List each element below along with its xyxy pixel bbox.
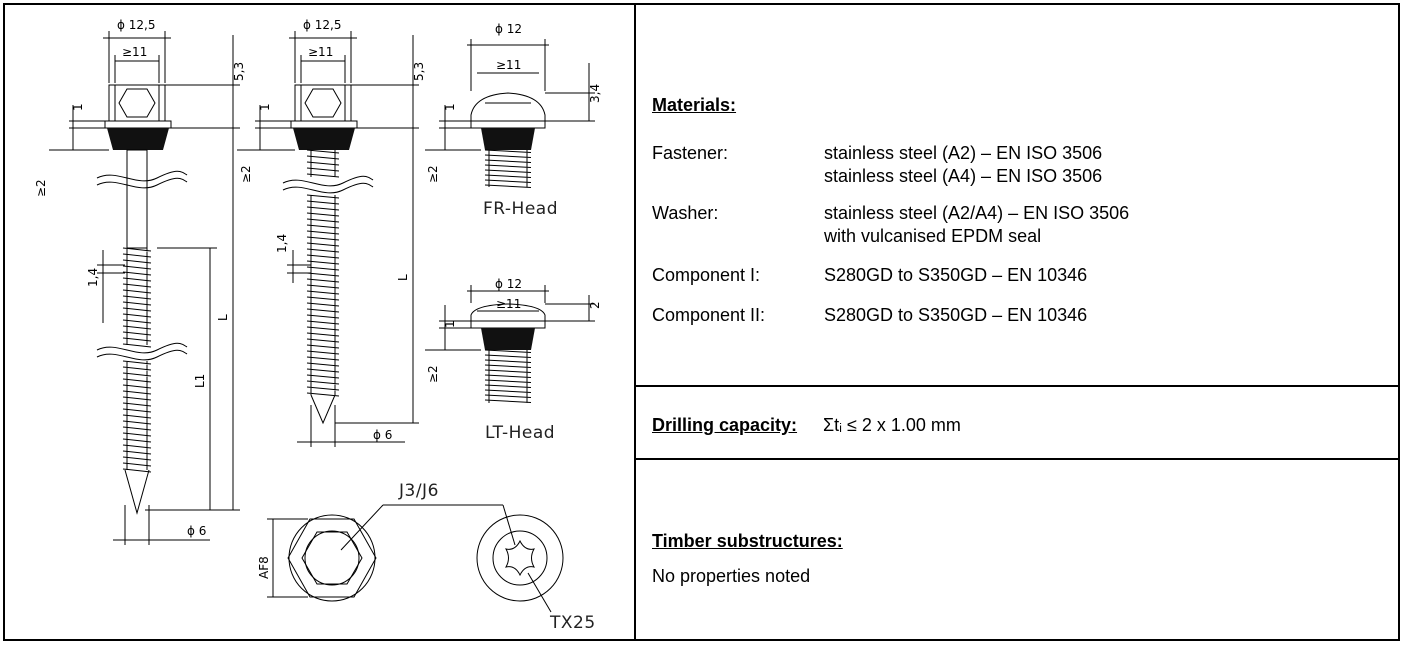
drive-bit-label: J3/J6 xyxy=(398,481,439,501)
dim-head-height: 3,4 xyxy=(588,84,602,103)
screw-long: ϕ 12,5 ≥11 5,3 1 ≥2 1,4 L L1 ϕ 6 xyxy=(34,18,246,545)
material-value: stainless steel (A2/A4) – EN ISO 3506 wit… xyxy=(824,202,1129,248)
material-row: Washer: stainless steel (A2/A4) – EN ISO … xyxy=(652,202,1352,248)
dim-washer: 1 xyxy=(443,103,457,111)
dim-seal: ≥2 xyxy=(239,165,253,183)
dim-seal: ≥2 xyxy=(426,365,440,383)
dim-washer: 1 xyxy=(258,103,272,111)
dim-washer: 1 xyxy=(443,320,457,328)
material-value-line: stainless steel (A4) – EN ISO 3506 xyxy=(824,166,1103,186)
dim-face-width: ≥11 xyxy=(496,58,521,72)
material-row: Fastener: stainless steel (A2) – EN ISO 3… xyxy=(652,142,1352,188)
materials-title: Materials: xyxy=(652,95,737,115)
dim-head-diameter: ϕ 12 xyxy=(495,277,522,291)
screw-full-thread: ϕ 12,5 ≥11 5,3 1 ≥2 1,4 L ϕ 6 xyxy=(237,18,426,447)
dim-seal: ≥2 xyxy=(34,179,48,197)
dim-length: L xyxy=(396,274,410,281)
material-key: Component I: xyxy=(652,265,761,285)
datasheet-table: ϕ 12,5 ≥11 5,3 1 ≥2 1,4 L L1 ϕ 6 xyxy=(3,3,1400,641)
dim-head-height: 5,3 xyxy=(232,62,246,81)
material-row: Component I: S280GD to S350GD – EN 10346 xyxy=(652,264,1352,287)
timber-value: No properties noted xyxy=(652,566,811,586)
material-row: Component II: S280GD to S350GD – EN 10346 xyxy=(652,304,1352,327)
dim-head-diameter: ϕ 12,5 xyxy=(303,18,341,32)
material-value: stainless steel (A2) – EN ISO 3506 stainl… xyxy=(824,142,1102,188)
material-key: Component II: xyxy=(652,305,766,325)
dim-seal: ≥2 xyxy=(426,165,440,183)
material-value-line: with vulcanised EPDM seal xyxy=(824,226,1042,246)
column-divider xyxy=(634,5,636,639)
timber-title: Timber substructures: xyxy=(652,531,843,551)
dim-head-diameter: ϕ 12 xyxy=(495,22,522,36)
material-value-line: S280GD to S350GD – EN 10346 xyxy=(824,305,1088,325)
material-value: S280GD to S350GD – EN 10346 xyxy=(824,304,1087,327)
fastener-drawing: ϕ 12,5 ≥11 5,3 1 ≥2 1,4 L L1 ϕ 6 xyxy=(34,18,602,633)
material-value-line: stainless steel (A2) – EN ISO 3506 xyxy=(824,143,1103,163)
dim-face-width: ≥11 xyxy=(308,45,333,59)
row-divider xyxy=(636,385,1398,387)
dim-head-height: 5,3 xyxy=(412,62,426,81)
dim-washer: 1 xyxy=(71,103,85,111)
dim-face-width: ≥11 xyxy=(122,45,147,59)
material-value-line: S280GD to S350GD – EN 10346 xyxy=(824,265,1088,285)
drilling-title: Drilling capacity: xyxy=(652,415,798,435)
dim-pitch: 1,4 xyxy=(86,268,100,287)
drive-views: AF8 J3/J6 TX25 xyxy=(257,481,596,633)
fr-head-label: FR-Head xyxy=(483,199,558,219)
row-divider xyxy=(636,458,1398,460)
dim-head-height: 2 xyxy=(588,301,602,309)
dim-across-flats: AF8 xyxy=(257,556,271,579)
dim-length: L xyxy=(216,314,230,321)
lt-head-detail: ϕ 12 ≥11 2 1 ≥2 LT-Head xyxy=(425,277,602,443)
dim-pitch: 1,4 xyxy=(275,234,289,253)
material-value-line: stainless steel (A2/A4) – EN ISO 3506 xyxy=(824,203,1130,223)
material-key: Fastener: xyxy=(652,143,729,163)
dim-head-diameter: ϕ 12,5 xyxy=(117,18,155,32)
material-key: Washer: xyxy=(652,203,719,223)
dim-thread-length: L1 xyxy=(193,374,207,388)
dim-thread-diameter: ϕ 6 xyxy=(187,524,206,538)
lt-head-label: LT-Head xyxy=(485,423,555,443)
dim-thread-diameter: ϕ 6 xyxy=(373,428,392,442)
dim-face-width: ≥11 xyxy=(496,297,521,311)
drilling-value: Σtᵢ ≤ 2 x 1.00 mm xyxy=(823,415,961,435)
torx-label: TX25 xyxy=(549,613,596,633)
fr-head-detail: ϕ 12 ≥11 3,4 1 ≥2 FR-Head xyxy=(425,22,602,219)
material-value: S280GD to S350GD – EN 10346 xyxy=(824,264,1087,287)
